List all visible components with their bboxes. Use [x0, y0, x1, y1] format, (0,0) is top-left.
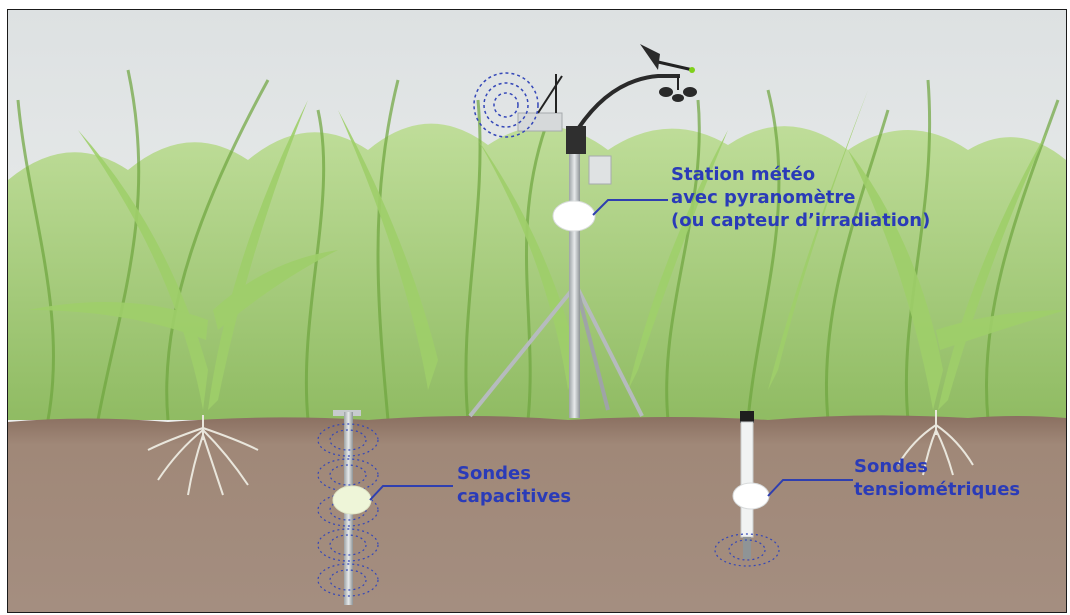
tensiometric-label-line-1: Sondes: [854, 456, 928, 477]
tensiometric-leader-line: [767, 479, 853, 497]
tensiometric-label: Sondes tensiométriques: [854, 455, 1020, 501]
capacitive-leader-line: [369, 485, 453, 501]
capacitive-label-line-1: Sondes: [457, 463, 531, 484]
capacitive-label-line-2: capacitives: [457, 486, 572, 507]
tensiometric-label-line-2: tensiométriques: [854, 479, 1021, 500]
corn-field: [8, 69, 1066, 421]
field-scene: [8, 10, 1066, 612]
wind-vane-icon: [640, 44, 695, 73]
station-label-line-3: (ou capteur d’irradiation): [671, 210, 931, 231]
illustration-frame: Station météo avec pyranomètre (ou capte…: [7, 9, 1067, 613]
station-label: Station météo avec pyranomètre (ou capte…: [671, 163, 930, 232]
corn-plant-icon: [147, 415, 259, 496]
anemometer-icon: [659, 76, 697, 102]
wireless-signal-icon: [473, 72, 539, 138]
station-label-line-1: Station météo: [671, 164, 816, 185]
station-leader-line: [592, 199, 668, 216]
capacitive-probe-icon: [317, 410, 379, 605]
tensiometer-probe-icon: [714, 411, 780, 567]
corn-plant-icon: [897, 410, 974, 476]
soil-ground: [8, 415, 1066, 612]
capacitive-label: Sondes capacitives: [457, 462, 571, 508]
station-label-line-2: avec pyranomètre: [671, 187, 856, 208]
pyranometer-icon: [552, 200, 596, 232]
antenna-icon: [537, 75, 563, 114]
